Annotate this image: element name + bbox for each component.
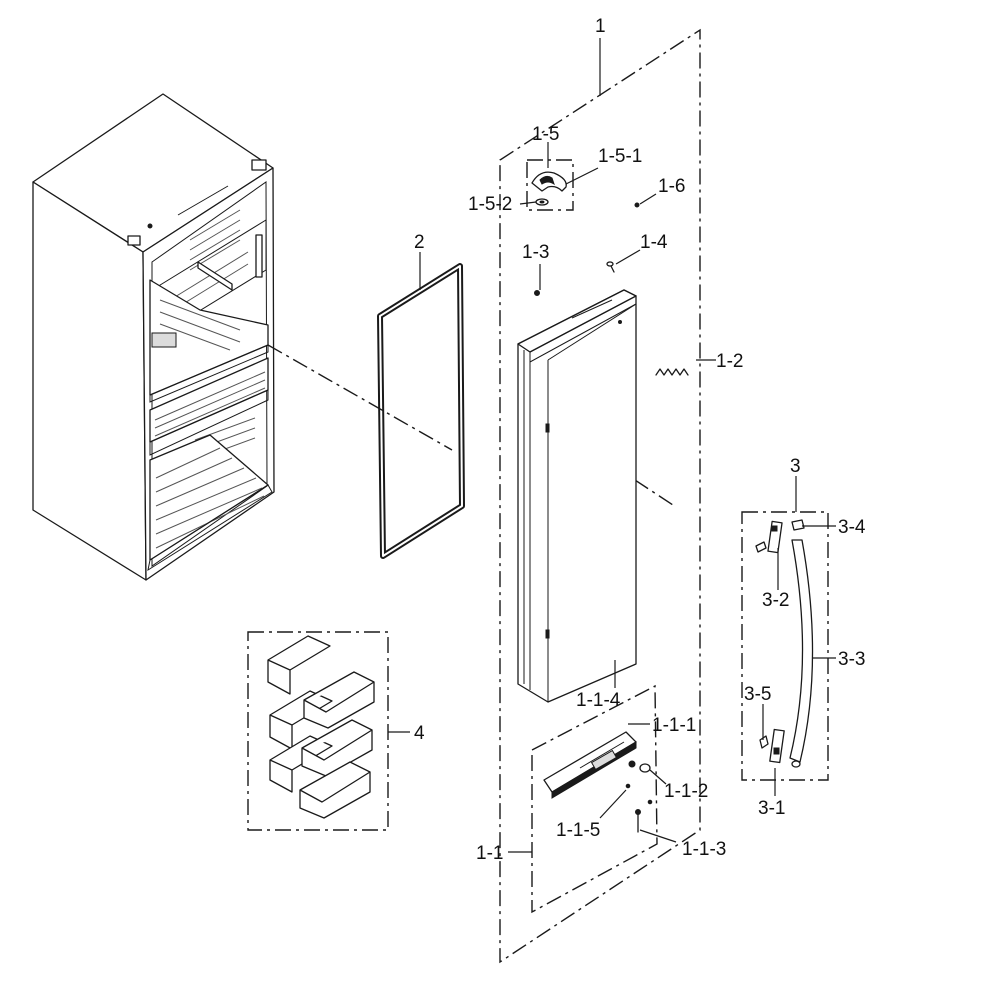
callout-1-1-2: 1-1-2: [664, 781, 708, 802]
door-spring: [655, 368, 689, 376]
door-bins-boundary: [247, 631, 389, 831]
door-screw: [606, 261, 615, 273]
callout-3-3: 3-3: [838, 649, 865, 670]
callout-1-3: 1-3: [522, 242, 549, 263]
callout-1-1: 1-1: [476, 843, 503, 864]
callout-1: 1: [595, 16, 606, 37]
callout-1-6: 1-6: [658, 176, 685, 197]
callout-3-2: 3-2: [762, 590, 789, 611]
callout-3: 3: [790, 456, 801, 477]
crisper-rack: [149, 357, 269, 456]
freezer-rack: [147, 417, 273, 572]
callout-1-5-2: 1-5-2: [468, 194, 512, 215]
refrigerator-door: [517, 289, 637, 703]
callout-2: 2: [414, 232, 425, 253]
callout-1-4: 1-4: [640, 232, 668, 253]
leader-lines: [388, 38, 836, 853]
door-assembly-boundary: [499, 28, 701, 964]
door-cap-screw: [534, 290, 540, 296]
callout-4: 4: [414, 723, 425, 744]
callout-3-1: 3-1: [758, 798, 785, 819]
lower-hinge-boundary: [531, 684, 658, 914]
door-gasket: [377, 263, 465, 559]
callout-1-2: 1-2: [716, 351, 743, 372]
callout-1-1-5: 1-1-5: [556, 820, 600, 841]
callout-3-5: 3-5: [744, 684, 771, 705]
door-bins: [267, 635, 375, 819]
handle-assembly-boundary: [741, 511, 829, 781]
door-handle: [755, 519, 814, 768]
callout-1-5: 1-5: [532, 124, 559, 145]
hinge-assembly-boundary: [526, 159, 574, 211]
middle-shelf: [149, 279, 269, 403]
refrigerator-cabinet: [32, 93, 275, 581]
callout-1-1-1: 1-1-1: [652, 715, 696, 736]
upper-hinge: [531, 171, 567, 206]
hinge-screw: [634, 202, 640, 208]
door-lower-cover: [543, 731, 637, 799]
callout-1-1-4: 1-1-4: [576, 690, 621, 711]
callout-1-5-1: 1-5-1: [598, 146, 642, 167]
callout-3-4: 3-4: [838, 517, 866, 538]
lower-hinge-bolt: [625, 760, 653, 833]
alignment-line-gasket: [267, 344, 453, 451]
callout-1-1-3: 1-1-3: [682, 839, 726, 860]
